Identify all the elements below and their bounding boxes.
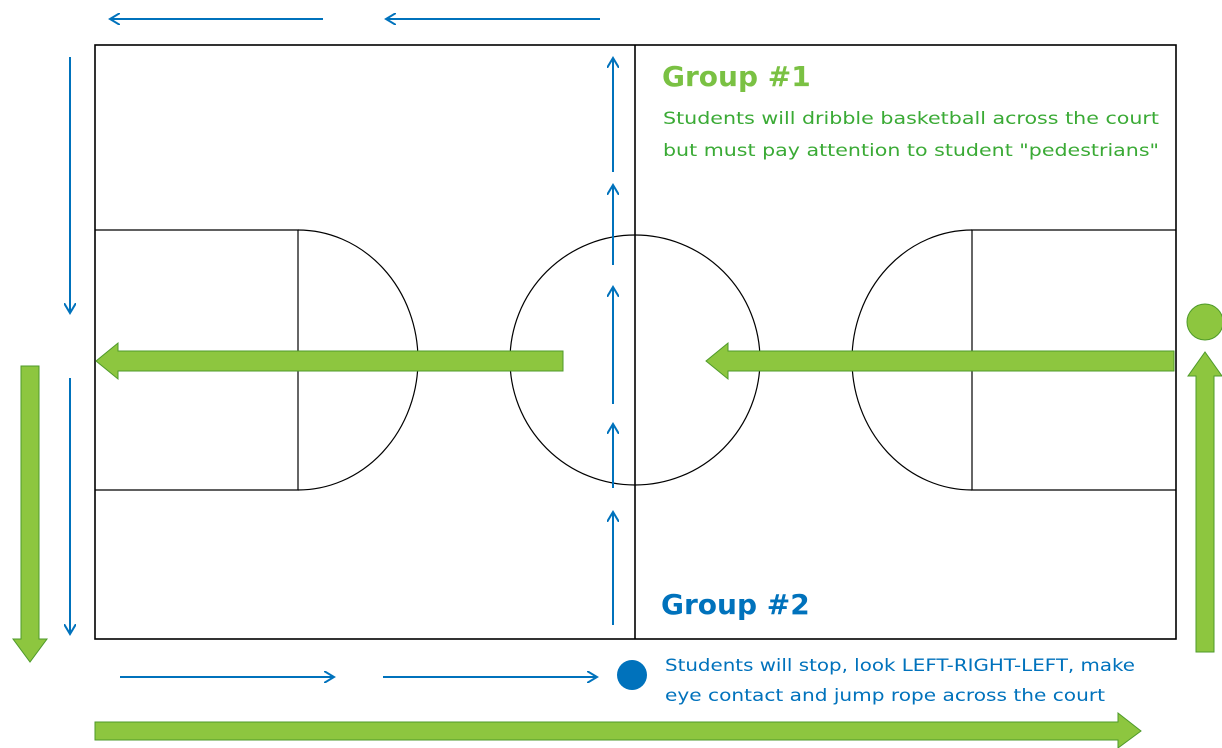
group2-desc-line1: Students will stop, look LEFT-RIGHT-LEFT…: [665, 656, 1135, 675]
group2-title: Group #2: [661, 588, 810, 621]
blue-arrows: [70, 19, 613, 677]
basketball-court: [94, 44, 1177, 640]
green-arrow-bottom-right: [94, 711, 1142, 748]
group1-desc-line2: but must pay attention to student "pedes…: [663, 141, 1159, 160]
green-arrow-left-down: [12, 365, 48, 663]
green-arrow-mid-right: [705, 341, 1175, 381]
blue-dot-icon: [617, 660, 647, 690]
green-dot-icon: [1186, 303, 1222, 341]
group2-desc-line2: eye contact and jump rope across the cou…: [665, 686, 1106, 705]
group1-desc-line1: Students will dribble basketball across …: [663, 109, 1160, 128]
green-arrows: [12, 341, 1222, 748]
green-arrow-mid-left: [95, 341, 564, 381]
green-arrow-right-up: [1187, 351, 1222, 653]
group1-title: Group #1: [662, 60, 811, 93]
